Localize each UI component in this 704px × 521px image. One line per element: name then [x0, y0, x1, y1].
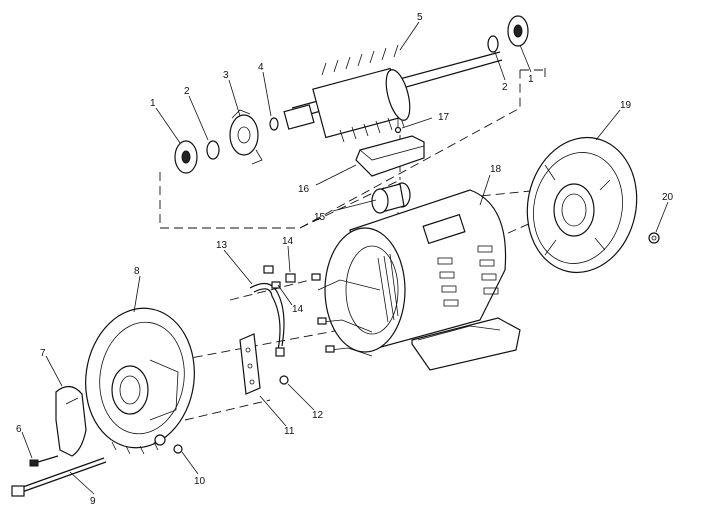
capacitor-parts: [355, 118, 425, 231]
callout-labels: 1 2 3 4 5 2 1 17 16 15 18 19 20 13 14 14…: [16, 12, 674, 507]
callout-label: 13: [216, 240, 228, 251]
callout-label: 1: [528, 74, 534, 85]
callout-label: 1: [150, 98, 156, 109]
callout-label: 2: [184, 86, 190, 97]
callout-label: 20: [662, 192, 674, 203]
callout-label: 18: [490, 164, 502, 175]
end-bell-right: [526, 136, 660, 274]
cover-plate: [55, 385, 87, 457]
motor-frame: [311, 189, 521, 371]
callout-label: 12: [312, 410, 324, 421]
wire-harness: [249, 265, 296, 357]
callout-label: 19: [620, 100, 632, 111]
callout-label: 10: [194, 476, 206, 487]
callout-label: 2: [502, 82, 508, 93]
callout-label: 6: [16, 424, 22, 435]
leader-lines: [21, 21, 669, 495]
left-shaft-parts: [174, 109, 279, 174]
callout-label: 14: [292, 304, 304, 315]
callout-label: 15: [314, 212, 326, 223]
callout-label: 8: [134, 266, 140, 277]
fasteners: [11, 444, 183, 497]
callout-label: 4: [258, 62, 264, 73]
right-shaft-parts: [487, 15, 529, 53]
callout-label: 17: [438, 112, 450, 123]
ventilation-slots: [437, 245, 499, 307]
callout-label: 11: [284, 426, 295, 437]
rotor-assembly: [283, 44, 503, 143]
terminal-board: [239, 333, 289, 395]
end-bell-left: [85, 307, 195, 455]
callout-label: 16: [298, 184, 310, 195]
callout-label: 3: [223, 70, 229, 81]
callout-label: 14: [282, 236, 294, 247]
callout-label: 9: [90, 496, 96, 507]
callout-label: 5: [417, 12, 423, 23]
callout-label: 7: [40, 348, 46, 359]
